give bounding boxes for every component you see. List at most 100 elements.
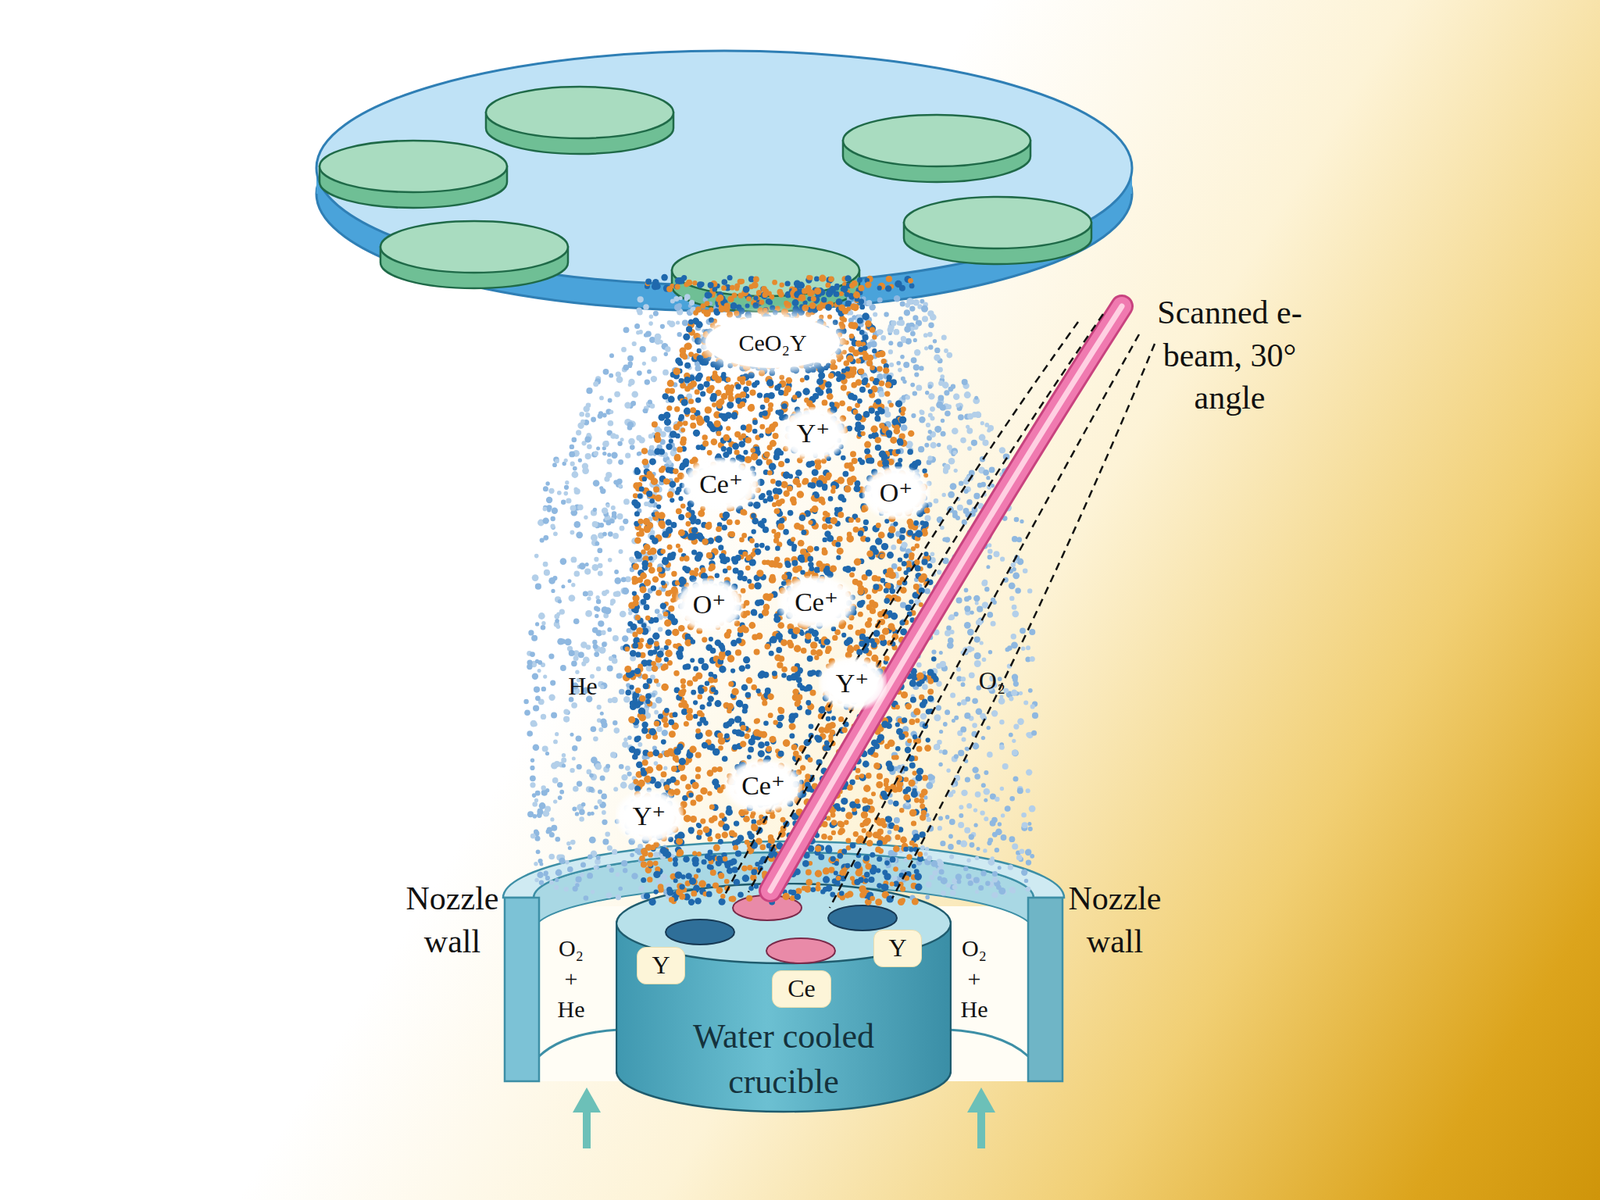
vapor-particle <box>946 625 952 632</box>
vapor-particle <box>1029 656 1036 662</box>
vapor-particle <box>1008 696 1014 701</box>
vapor-particle <box>1025 849 1032 856</box>
vapor-particle <box>641 721 648 729</box>
vapor-particle <box>975 791 982 798</box>
vapor-particle <box>976 606 983 613</box>
vapor-particle <box>571 557 578 564</box>
vapor-particle <box>621 577 627 583</box>
vapor-particle <box>615 894 622 900</box>
vapor-particle <box>986 840 992 846</box>
vapor-particle <box>942 382 950 390</box>
vapor-particle <box>634 323 640 329</box>
vapor-particle <box>570 530 575 536</box>
vapor-particle <box>556 612 561 617</box>
vapor-particle <box>910 357 918 364</box>
vapor-particle <box>583 515 588 520</box>
vapor-particle <box>1025 645 1031 650</box>
vapor-particle <box>697 510 705 518</box>
vapor-particle <box>531 635 538 642</box>
vapor-particle <box>558 857 565 865</box>
vapor-particle <box>965 696 972 703</box>
vapor-particle <box>937 367 943 373</box>
vapor-particle <box>621 860 628 867</box>
vapor-particle <box>538 858 543 864</box>
vapor-particle <box>602 839 609 846</box>
vapor-particle <box>949 854 954 860</box>
vapor-particle <box>877 297 883 304</box>
vapor-particle <box>628 438 636 446</box>
vapor-particle <box>528 629 534 636</box>
vapor-particle <box>925 895 930 900</box>
vapor-particle <box>925 782 933 790</box>
vapor-particle <box>987 549 993 555</box>
vapor-particle <box>604 831 611 837</box>
vapor-particle <box>585 562 590 567</box>
vapor-particle <box>570 504 577 511</box>
vapor-particle <box>953 611 959 617</box>
vapor-particle <box>926 855 933 861</box>
vapor-particle <box>980 870 986 876</box>
vapor-particle <box>733 820 740 826</box>
vapor-particle <box>1002 763 1009 770</box>
vapor-particle <box>569 767 575 773</box>
vapor-particle <box>542 561 549 568</box>
vapor-particle <box>642 303 650 311</box>
vapor-particle <box>607 557 613 563</box>
vapor-particle <box>917 446 925 453</box>
vapor-particle <box>642 408 648 414</box>
vapor-particle <box>535 583 542 590</box>
vapor-particle <box>608 656 614 661</box>
vapor-particle <box>542 507 548 512</box>
vapor-particle <box>606 864 611 869</box>
vapor-particle <box>892 851 898 857</box>
vapor-particle <box>650 375 658 383</box>
vapor-particle <box>603 476 610 483</box>
vapor-particle <box>584 436 591 443</box>
vapor-particle <box>590 757 598 765</box>
vapor-particle <box>533 861 538 866</box>
vapor-particle <box>571 660 578 668</box>
vapor-particle <box>667 320 672 325</box>
vapor-particle <box>957 701 961 706</box>
vapor-particle <box>985 475 990 480</box>
vapor-particle <box>987 542 992 547</box>
vapor-particle <box>678 296 683 300</box>
vapor-particle <box>979 640 984 645</box>
vapor-particle <box>664 352 668 357</box>
vapor-particle <box>948 386 954 393</box>
vapor-particle <box>542 517 550 524</box>
vapor-particle <box>951 428 959 436</box>
vapor-particle <box>625 689 632 697</box>
vapor-particle <box>548 853 555 861</box>
vapor-particle <box>1012 571 1020 579</box>
vapor-particle <box>1000 786 1004 791</box>
vapor-particle <box>610 751 617 758</box>
vapor-particle <box>896 360 901 366</box>
vapor-particle <box>578 411 585 418</box>
vapor-particle <box>983 816 989 822</box>
vapor-particle <box>674 303 682 311</box>
vapor-particle <box>631 872 638 879</box>
vapor-particle <box>543 569 550 576</box>
vapor-particle <box>618 689 625 695</box>
vapor-particle <box>974 636 981 643</box>
vapor-particle <box>968 671 975 679</box>
vapor-particle <box>576 781 583 787</box>
vapor-particle <box>1004 805 1011 812</box>
vapor-particle <box>660 274 668 282</box>
vapor-particle <box>647 449 655 457</box>
vapor-particle <box>1000 557 1005 562</box>
vapor-particle <box>540 714 547 720</box>
vapor-particle <box>639 346 647 353</box>
vapor-particle <box>933 353 941 361</box>
vapor-particle <box>984 586 990 592</box>
vapor-particle <box>534 878 539 883</box>
vapor-particle <box>923 851 928 856</box>
vapor-particle <box>596 704 602 710</box>
vapor-particle <box>597 799 603 804</box>
vapor-particle <box>609 410 614 415</box>
vapor-particle <box>608 373 614 379</box>
vapor-particle <box>999 719 1004 725</box>
vapor-particle <box>1013 776 1019 783</box>
vapor-particle <box>670 298 675 304</box>
